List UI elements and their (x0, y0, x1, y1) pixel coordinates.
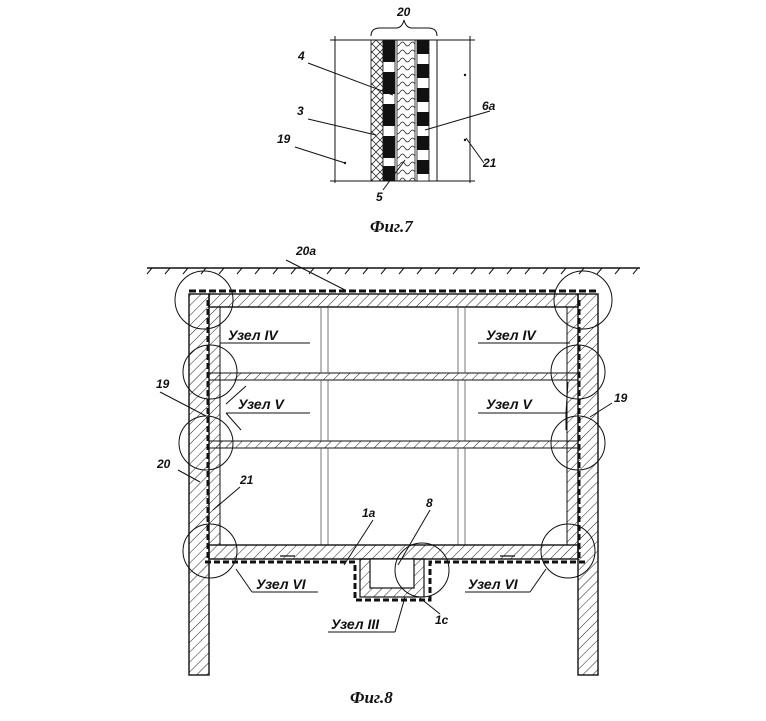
label-6a: 6а (482, 99, 496, 113)
layer-4 (383, 40, 395, 181)
intermediate-slab-2 (209, 441, 578, 448)
label-20a: 20а (295, 244, 316, 258)
uzel-iv-right: Узел IV (486, 327, 537, 343)
label-19-right: 19 (614, 391, 628, 405)
uzel-vi-right: Узел VI (468, 576, 519, 592)
label-20-fig8: 20 (156, 457, 171, 471)
figure-7: 20 4 3 19 6а 21 5 Фиг.7 (277, 5, 497, 236)
uzel-iii: Узел III (331, 616, 380, 632)
label-8: 8 (426, 496, 433, 510)
label-20: 20 (396, 5, 411, 19)
left-retaining-wall (189, 294, 209, 675)
label-5: 5 (376, 190, 383, 204)
fig8-caption: Фиг.8 (350, 688, 393, 707)
label-19: 19 (277, 132, 291, 146)
base-slab (209, 545, 578, 559)
figure-8: 20а Узел IV Узел IV Узел V Узел V 19 19 … (147, 244, 640, 707)
fig7-caption: Фиг.7 (370, 217, 414, 236)
columns (321, 307, 465, 545)
ground-hatch (147, 268, 638, 274)
layer-3 (371, 40, 383, 181)
uzel-v-right: Узел V (486, 396, 533, 412)
uzel-iv-left: Узел IV (228, 327, 279, 343)
layer-6a (417, 40, 429, 181)
label-21: 21 (482, 156, 497, 170)
label-4: 4 (297, 49, 305, 63)
label-19-left: 19 (156, 377, 170, 391)
brace-20 (371, 20, 437, 36)
label-1c: 1с (435, 613, 449, 627)
label-21-fig8: 21 (239, 473, 254, 487)
uzel-vi-left: Узел VI (256, 576, 307, 592)
uzel-v-left: Узел V (238, 396, 285, 412)
label-3: 3 (297, 104, 304, 118)
label-1a: 1а (362, 506, 376, 520)
roof-slab (209, 294, 578, 307)
pit-8 (370, 559, 414, 588)
layer-5 (397, 40, 415, 181)
intermediate-slab-1 (209, 373, 578, 380)
